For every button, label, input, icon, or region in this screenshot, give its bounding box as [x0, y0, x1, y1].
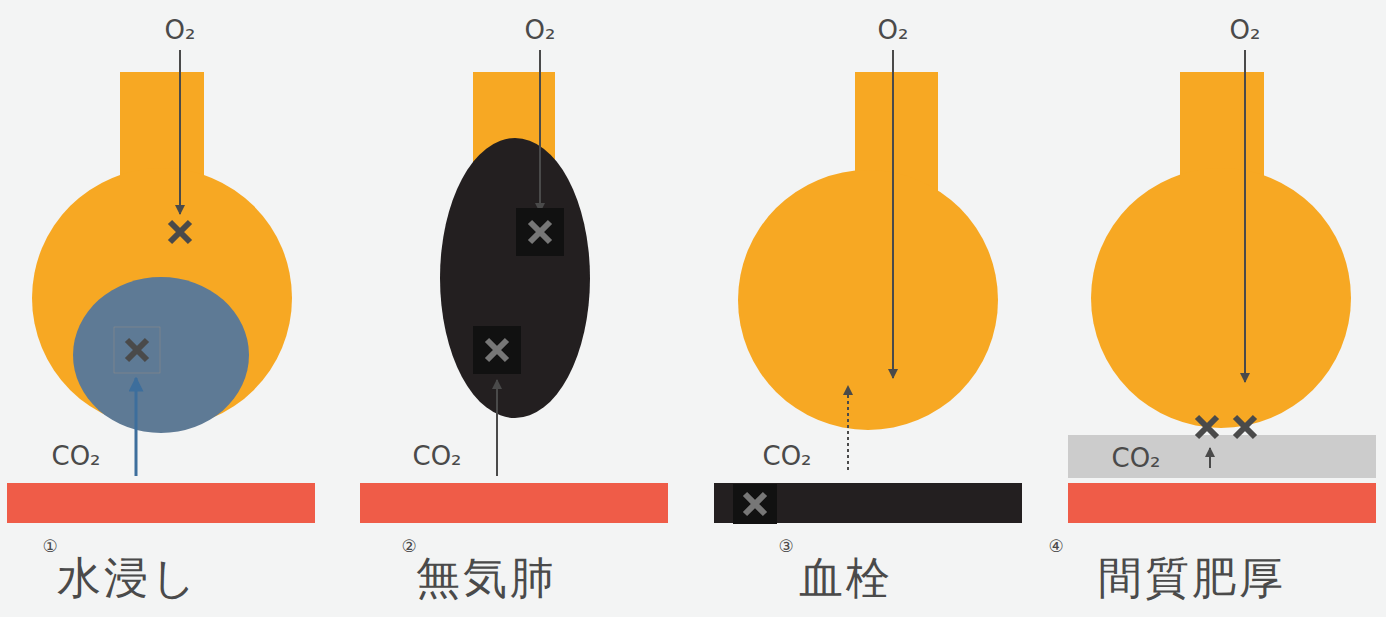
collapsed-alveolus	[440, 138, 590, 418]
panel-atelectasis	[360, 50, 668, 523]
gas-label: O₂	[165, 17, 196, 43]
alveolus	[738, 170, 998, 430]
co2-arrow	[847, 386, 849, 470]
o2-arrow	[539, 50, 541, 212]
block-mark	[170, 222, 190, 242]
co2-arrow	[135, 378, 138, 476]
block-mark	[1235, 417, 1255, 437]
block-mark	[127, 340, 147, 360]
block-box	[516, 208, 564, 256]
gas-label: CO₂	[412, 443, 461, 469]
capillary	[1068, 483, 1376, 523]
block-mark	[530, 222, 550, 242]
gas-label: CO₂	[1111, 445, 1160, 471]
block-mark	[745, 494, 765, 514]
callout-number: ②	[401, 538, 416, 555]
o2-arrow	[179, 50, 181, 214]
panel-flooding	[7, 50, 315, 523]
callout-number: ④	[1048, 538, 1063, 555]
panel-interstitial-thickening	[1068, 50, 1376, 523]
gas-label: O₂	[878, 17, 909, 43]
panel-embolism	[714, 50, 1022, 524]
callout-number: ①	[42, 538, 57, 555]
panel-caption: 水浸し	[57, 556, 199, 600]
panel-caption: 無気肺	[416, 556, 557, 600]
panel-caption: 血栓	[799, 556, 893, 600]
block-mark	[1197, 417, 1217, 437]
block-box	[473, 326, 521, 374]
block-box	[733, 484, 777, 524]
thickened-interstitium	[1068, 435, 1376, 478]
capillary	[360, 483, 668, 523]
fluid	[73, 277, 249, 433]
o2-arrow	[1244, 50, 1246, 382]
block-frame	[114, 327, 160, 373]
occluded-capillary	[714, 483, 1022, 523]
alveolus	[1091, 168, 1351, 428]
gas-label: O₂	[525, 17, 556, 43]
block-mark	[487, 340, 507, 360]
callout-number: ③	[778, 538, 793, 555]
co2-arrow	[1209, 448, 1211, 468]
panel-caption: 間質肥厚	[1098, 556, 1286, 600]
gas-label: CO₂	[51, 443, 100, 469]
o2-arrow	[892, 50, 894, 378]
co2-arrow	[496, 380, 498, 476]
gas-label: O₂	[1230, 17, 1261, 43]
gas-label: CO₂	[762, 443, 811, 469]
capillary	[7, 483, 315, 523]
